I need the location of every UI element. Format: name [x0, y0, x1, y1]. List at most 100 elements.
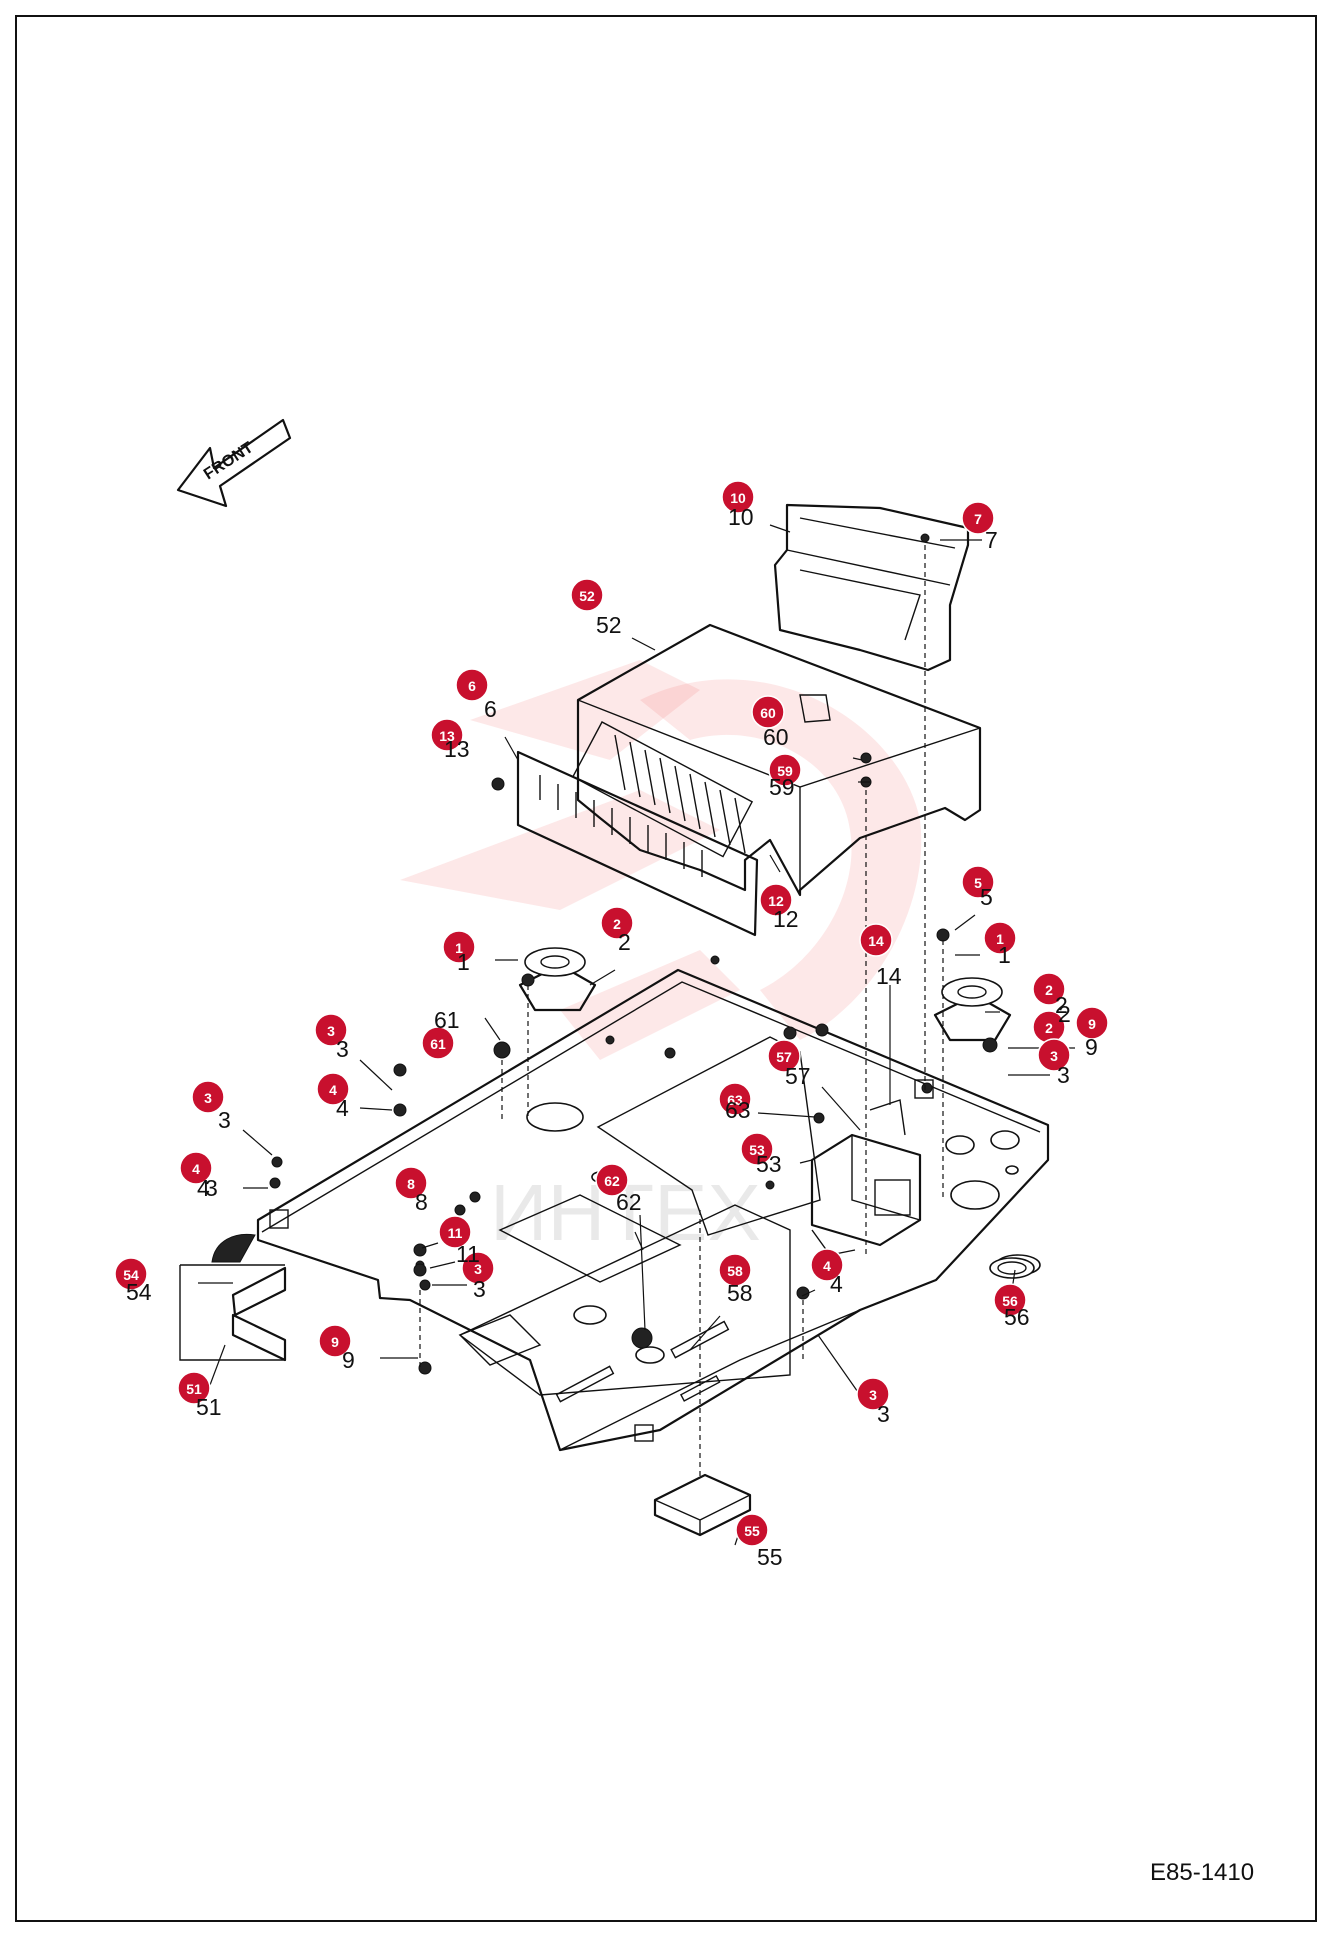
callout-badge-54: 54 — [114, 1257, 148, 1291]
callout-number: 63 — [727, 1092, 743, 1108]
part-6-panel — [516, 750, 759, 937]
part-label-52: 52 — [596, 612, 622, 638]
callout-badge-2: 2 — [1032, 972, 1066, 1006]
part-label-10: 10 — [728, 504, 754, 530]
callout-number: 3 — [1050, 1048, 1058, 1064]
part-label-3: 3 — [877, 1401, 890, 1427]
callout-badge-9: 9 — [318, 1324, 352, 1358]
callout-badge-3: 3 — [314, 1013, 348, 1047]
part-label-4: 4 — [197, 1175, 210, 1201]
part-label-3: 3 — [218, 1107, 231, 1133]
part-label-53: 53 — [756, 1151, 782, 1177]
part-2-mount-left — [518, 947, 597, 1012]
part-label-8: 8 — [415, 1189, 428, 1215]
callout-number: 10 — [730, 490, 746, 506]
floor-plate — [256, 955, 1050, 1452]
callout-number: 9 — [331, 1334, 339, 1350]
callout-number: 9 — [1088, 1016, 1096, 1032]
callout-number: 3 — [204, 1090, 212, 1106]
callout-number: 58 — [727, 1263, 743, 1279]
callout-number: 5 — [974, 875, 982, 891]
hardware-bolts — [269, 533, 998, 1375]
callout-badge-7: 7 — [961, 501, 995, 535]
callout-badge-13: 13 — [430, 718, 464, 752]
callout-number: 57 — [776, 1049, 792, 1065]
callout-number: 59 — [777, 763, 793, 779]
part-label-4: 4 — [336, 1095, 349, 1121]
part-label-3: 3 — [1057, 1062, 1070, 1088]
callout-badge-14: 14 — [859, 923, 893, 957]
callout-number: 4 — [192, 1161, 200, 1177]
part-label-61: 61 — [434, 1007, 460, 1033]
part-label-6: 6 — [484, 696, 497, 722]
assembly-axes — [419, 545, 944, 1480]
callout-badge-51: 51 — [177, 1371, 211, 1405]
callout-number: 1 — [996, 931, 1004, 947]
callout-number: 51 — [186, 1381, 202, 1397]
callout-badge-61: 61 — [421, 1026, 455, 1060]
callout-number: 14 — [868, 933, 884, 949]
part-label-3: 3 — [205, 1175, 218, 1201]
part-label-51: 51 — [196, 1394, 222, 1420]
part-56-grommet — [989, 1257, 1035, 1279]
callout-badge-3: 3 — [461, 1251, 495, 1285]
part-label-54: 54 — [126, 1279, 152, 1305]
callout-number: 62 — [604, 1173, 620, 1189]
callout-number: 54 — [123, 1267, 139, 1283]
callout-badge-1: 1 — [442, 930, 476, 964]
part-label-2: 2 — [618, 929, 631, 955]
callout-badge-63: 63 — [718, 1082, 752, 1116]
callout-badge-8: 8 — [394, 1166, 428, 1200]
callout-number: 55 — [744, 1523, 760, 1539]
callout-number: 6 — [468, 678, 476, 694]
part-label-3: 3 — [473, 1276, 486, 1302]
callout-number: 12 — [768, 893, 784, 909]
callout-badge-10: 10 — [721, 480, 755, 514]
part-label-3: 3 — [336, 1036, 349, 1062]
part-label-58: 58 — [727, 1280, 753, 1306]
callout-number: 3 — [474, 1261, 482, 1277]
callout-number: 4 — [329, 1082, 337, 1098]
part-53-relay-box — [810, 1099, 922, 1256]
callout-number: 2 — [613, 916, 621, 932]
callout-badge-58: 58 — [718, 1253, 752, 1287]
callout-badge-4: 4 — [810, 1248, 844, 1282]
part-label-9: 9 — [342, 1347, 355, 1373]
callout-badge-12: 12 — [759, 883, 793, 917]
callout-number: 56 — [1002, 1293, 1018, 1309]
part-label-63: 63 — [725, 1097, 751, 1123]
part-label-1: 1 — [457, 949, 470, 975]
callout-badge-11: 11 — [438, 1215, 472, 1249]
part-label-14: 14 — [876, 963, 902, 989]
callout-badge-59: 59 — [768, 753, 802, 787]
watermark-logo — [400, 660, 922, 1060]
callout-number: 1 — [455, 940, 463, 956]
part-label-55: 55 — [757, 1544, 783, 1570]
callout-number: 60 — [760, 705, 776, 721]
part-55-pad — [653, 1473, 752, 1537]
part-label-7: 7 — [985, 527, 998, 553]
part-label-56: 56 — [1004, 1304, 1030, 1330]
part-label-13: 13 — [444, 736, 470, 762]
part-label-2: 2 — [1055, 992, 1068, 1018]
callout-number: 4 — [823, 1258, 831, 1274]
callout-number: 11 — [448, 1225, 463, 1241]
part-label-60: 60 — [763, 724, 789, 750]
callout-number: 3 — [327, 1023, 335, 1039]
callout-number: 3 — [869, 1387, 877, 1403]
callout-number: 2 — [1045, 982, 1053, 998]
callout-badge-5: 5 — [961, 865, 995, 899]
callout-badge-4: 4 — [179, 1151, 213, 1185]
callout-number: 53 — [749, 1142, 765, 1158]
callout-badge-1: 1 — [983, 921, 1017, 955]
callout-badge-4: 4 — [316, 1072, 350, 1106]
callout-number: 8 — [407, 1176, 415, 1192]
callout-number: 13 — [439, 728, 455, 744]
callout-badge-6: 6 — [455, 668, 489, 702]
callout-badge-60: 60 — [751, 695, 785, 729]
part-label-57: 57 — [785, 1063, 811, 1089]
callout-badge-2: 2 — [600, 906, 634, 940]
callout-badge-3: 3 — [856, 1377, 890, 1411]
